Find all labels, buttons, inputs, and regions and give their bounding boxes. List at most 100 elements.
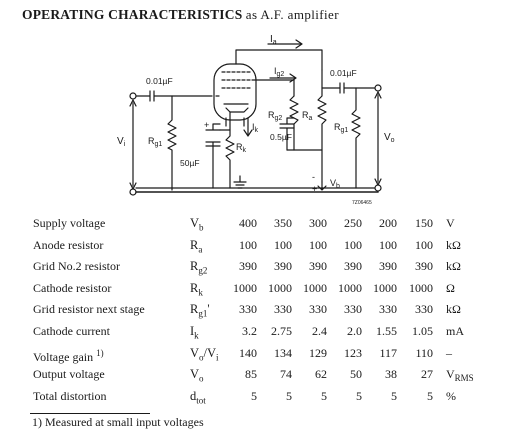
row-unit: –	[446, 345, 452, 360]
table-cell: 140	[239, 345, 257, 360]
row-symbol: Rk	[190, 280, 203, 298]
table-cell: 1000	[268, 280, 292, 295]
table-cell: 100	[415, 237, 433, 252]
table-cell: 300	[309, 216, 327, 230]
row-symbol: Vb	[190, 216, 204, 233]
table-cell: 330	[344, 302, 362, 317]
table-cell: 38	[385, 367, 397, 382]
ck-plus-label: +	[204, 120, 209, 130]
table-cell: 100	[379, 237, 397, 252]
table-cell: 350	[274, 216, 292, 230]
row-symbol-subscript: tot	[196, 395, 206, 406]
footnote-divider	[30, 413, 150, 414]
row-unit: kΩ	[446, 237, 461, 252]
table-cell: 110	[415, 345, 433, 360]
row-label: Cathode resistor	[33, 280, 112, 295]
ra-label: Ra	[302, 110, 313, 122]
table-cell: 390	[274, 259, 292, 274]
table-cell: 390	[379, 259, 397, 274]
table-cell: 2.4	[312, 324, 327, 338]
row-unit-subscript: RMS	[454, 373, 474, 384]
row-label: Voltage gain 1)	[33, 347, 104, 364]
table-cell: 330	[379, 302, 397, 317]
output-terminal-bottom	[374, 184, 382, 192]
row-symbol-subscript: k	[198, 287, 203, 298]
row-symbol: dtot	[190, 388, 206, 406]
capacitor-ck	[205, 123, 221, 189]
vb-label: Vb	[330, 178, 340, 190]
cout-label: 0.01µF	[330, 68, 357, 78]
rg2-label: Rg2	[268, 110, 282, 122]
row-symbol-subscript: k	[194, 330, 199, 341]
row-unit: kΩ	[446, 302, 461, 317]
table-cell: 1000	[409, 280, 433, 295]
row-symbol-subscript: b	[199, 222, 204, 233]
table-cell: 1.55	[376, 324, 397, 338]
table-cell: 1000	[233, 280, 257, 295]
table-cell: 129	[309, 345, 327, 360]
row-symbol: Rg1'	[190, 302, 210, 319]
resistor-rg1	[167, 95, 177, 191]
table-cell: 5	[286, 388, 292, 403]
table-cell: 123	[344, 345, 362, 360]
vi-label: Vi	[117, 136, 126, 148]
table-cell: 5	[321, 388, 327, 403]
figure-ref-label: 7Z06465	[352, 200, 372, 206]
table-cell: 330	[274, 302, 292, 317]
row-unit: kΩ	[446, 259, 461, 274]
output-terminal-top	[374, 84, 382, 92]
row-symbol-subscript: g1	[198, 308, 208, 319]
row-symbol-subscript: g2	[198, 265, 208, 276]
table-cell: 50	[350, 367, 362, 382]
cg2-label: 0.5µF	[270, 132, 292, 142]
row-symbol: Vo	[190, 367, 204, 384]
table-cell: 100	[309, 237, 327, 252]
table-cell: 100	[239, 237, 257, 252]
row-symbol-subscript: a	[198, 244, 203, 255]
table-cell: 85	[245, 367, 257, 382]
row-label: Grid No.2 resistor	[33, 259, 120, 274]
row-symbol-prime: '	[207, 302, 210, 317]
row-symbol: Ra	[190, 237, 203, 255]
table-cell: 3.2	[242, 324, 257, 338]
table-cell: 330	[415, 302, 433, 317]
title-bold: OPERATING CHARACTERISTICS	[22, 7, 243, 22]
table-cell: 390	[415, 259, 433, 274]
row-label: Output voltage	[33, 367, 105, 382]
row-label: Cathode current	[33, 324, 110, 338]
amplifier-circuit-diagram: Ia Ig2 Ik 0.01µF 0.01µF Rg1 Rg1 Rk Rg2 R…	[117, 34, 395, 206]
table-cell: 1000	[373, 280, 397, 295]
resistor-rk	[225, 129, 235, 189]
table-cell: 250	[344, 216, 362, 230]
table-cell: 100	[274, 237, 292, 252]
table-cell: 74	[280, 367, 292, 382]
pentode-valve	[213, 63, 257, 121]
row-symbol-subscript: o	[199, 373, 204, 384]
table-cell: 5	[427, 388, 433, 403]
page-title: OPERATING CHARACTERISTICS as A.F. amplif…	[22, 7, 339, 23]
table-cell: 150	[415, 216, 433, 230]
row-symbol: Ik	[190, 324, 199, 341]
table-cell: 5	[251, 388, 257, 403]
table-cell: 200	[379, 216, 397, 230]
table-cell: 5	[356, 388, 362, 403]
table-cell: 390	[344, 259, 362, 274]
rk-label: Rk	[236, 142, 247, 154]
row-label: Grid resistor next stage	[33, 302, 145, 317]
table-cell: 62	[315, 367, 327, 382]
title-suffix: as A.F. amplifier	[245, 7, 339, 22]
row-unit: VRMS	[446, 367, 474, 384]
row-label: Anode resistor	[33, 237, 104, 252]
row-unit: mA	[446, 324, 464, 338]
table-cell: 390	[239, 259, 257, 274]
row-symbol: Rg2	[190, 259, 208, 276]
rg1n-label: Rg1	[334, 122, 348, 134]
resistor-rg2	[289, 95, 299, 151]
table-cell: 100	[344, 237, 362, 252]
row-label: Supply voltage	[33, 216, 106, 230]
table-cell: 390	[309, 259, 327, 274]
table-cell: 27	[421, 367, 433, 382]
table-cell: 1.05	[412, 324, 433, 338]
resistor-ra	[317, 69, 327, 151]
table-cell: 1000	[303, 280, 327, 295]
